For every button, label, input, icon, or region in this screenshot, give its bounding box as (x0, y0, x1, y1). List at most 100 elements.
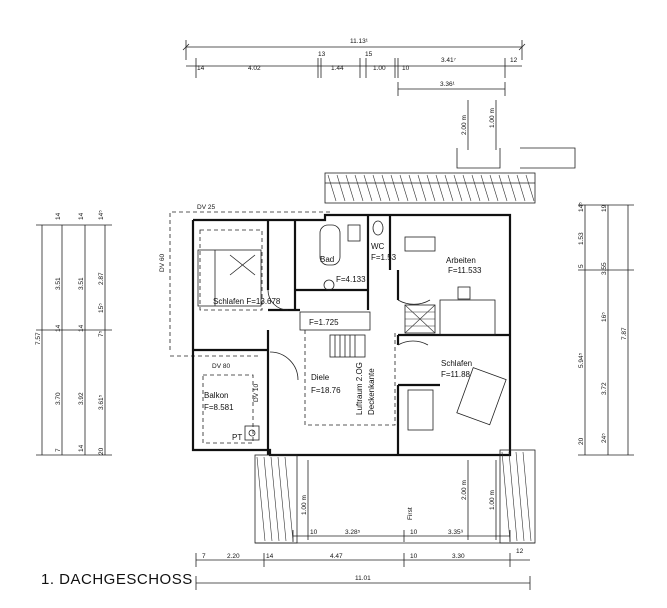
room-schlafen-right-area: F=11.88 (441, 370, 471, 379)
dim-top-15: 15 (365, 51, 373, 58)
roof-hatch-line (270, 456, 280, 542)
room-arbeiten-label: Arbeiten (446, 256, 476, 265)
roof-hatch-line (263, 456, 273, 542)
dim-top-13: 13 (318, 51, 326, 58)
plan-title: 1. DACHGESCHOSS (41, 571, 193, 588)
top-dimension-chain: 11.13¹ 14 4.02 13 1.44 15 1.00 10 3.41⁷ … (182, 38, 526, 96)
room-wc-area: F=1.53 (371, 253, 397, 262)
wardrobe (407, 389, 434, 431)
dashed-outlines: DV 25 DV 60 DV 80 DV 10 (159, 204, 396, 444)
sofa-schlafen (456, 367, 507, 426)
roof-bottom: First 2.00 m 1.00 m 1.00 m (254, 449, 536, 544)
roof-hatch-line (372, 174, 382, 202)
desk-arbeiten (404, 236, 436, 252)
dim-left-20: 20 (98, 447, 105, 455)
roof-hatch-line (354, 174, 364, 202)
room-deckenkante-label: Deckenkante (367, 368, 376, 415)
left-dimension-chain: 7.57 14 14 14⁵ 3.51 3.51 2.87 14 14 15⁵ … (35, 210, 112, 456)
dim-top-overall: 11.13¹ (350, 38, 369, 45)
stairs (329, 334, 366, 358)
dim-left-392: 3.92 (78, 392, 85, 405)
roof-hatch-line (277, 456, 287, 542)
label-first: First (407, 507, 414, 520)
roof-hatch-line (462, 174, 472, 202)
dim-left-155: 15⁵ (98, 303, 105, 313)
dim-left-287: 2.87 (98, 272, 105, 285)
room-pt-label: PT (232, 433, 242, 442)
dim-right-165: 16⁵ (601, 312, 608, 322)
dim-bottom-220: 2.20 (227, 553, 240, 560)
label-dv60: DV 60 (159, 254, 166, 272)
dim-left-14c: 14 (55, 324, 62, 332)
dim-bottom-7: 7 (202, 553, 206, 560)
room-schlafen-left-label: Schlafen F=13.678 (213, 297, 281, 306)
roof-hatch-line (515, 451, 525, 542)
roof-hatch-line (399, 174, 409, 202)
door-swing-balkon (269, 351, 299, 381)
roof-hatch-line (284, 456, 294, 542)
dim-left-14a: 14 (55, 212, 62, 220)
roof-hatch-line (256, 456, 266, 542)
room-arbeiten-area: F=11.533 (448, 266, 482, 275)
roof-hatch-line (408, 174, 418, 202)
dim-top-336: 3.36¹ (440, 81, 456, 88)
dim-left-7: 7 (55, 448, 62, 452)
dim-right-245: 24⁵ (601, 433, 608, 443)
dim-top-10: 10 (402, 65, 410, 72)
dim-right-20: 20 (578, 437, 585, 445)
label-dv10: DV 10 (253, 384, 260, 402)
dim-bottom-335: 3.35⁹ (448, 529, 464, 536)
roof-hatch-line (327, 174, 337, 202)
room-bad-area: F=4.133 (336, 275, 366, 284)
roof-hatch-line (390, 174, 400, 202)
door-swing-arbeiten (397, 299, 431, 305)
dim-top-14: 14 (197, 65, 205, 72)
roof-hatch-line (435, 174, 445, 202)
dim-left-351a: 3.51 (55, 277, 62, 290)
dim-bottom-10a: 10 (310, 529, 318, 536)
walls (191, 213, 512, 457)
dim-right-787: 7.87 (621, 327, 628, 340)
room-wc-label: WC (371, 242, 385, 251)
label-1m-top: 1.00 m (489, 108, 496, 128)
roof-hatch-line (480, 174, 490, 202)
dim-right-145: 14⁵ (578, 202, 585, 212)
room-balkon-label: Balkon (204, 391, 228, 400)
dim-bottom-overall: 11.01 (355, 575, 371, 582)
room-balkon-area: F=8.581 (204, 403, 234, 412)
washbasin (323, 279, 335, 291)
dim-left-757: 7.57 (35, 332, 42, 345)
roof-hatch-line (426, 174, 436, 202)
label-2m-bottom: 2.00 m (461, 480, 468, 500)
bed-left (197, 249, 262, 307)
roof-hatch-line (507, 174, 517, 202)
dim-top-402: 4.02 (248, 65, 261, 72)
label-dv25: DV 25 (197, 204, 215, 211)
dim-right-372: 3.72 (601, 382, 608, 395)
room-luftraum-label: Luftraum 2.OG (355, 362, 364, 415)
dim-right-153: 1.53 (578, 232, 585, 245)
room-diele-area: F=18.76 (311, 386, 341, 395)
dim-right-355: 3.55 (601, 262, 608, 275)
dim-left-14d: 14 (78, 324, 85, 332)
roof-hatch-line (525, 174, 535, 202)
roof-hatch-line (498, 174, 508, 202)
dim-bottom-447: 4.47 (330, 553, 343, 560)
dim-right-5: 5 (578, 264, 585, 268)
dim-bottom-12: 12 (516, 548, 524, 555)
bathtub (319, 224, 341, 266)
toilet-wc (372, 220, 384, 236)
dim-left-755: 7⁵ (98, 330, 105, 337)
dim-bottom-10c: 10 (410, 553, 418, 560)
label-2m-top: 2.00 m (461, 115, 468, 135)
dim-left-14b: 14 (78, 212, 85, 220)
dim-left-351b: 3.51 (78, 277, 85, 290)
roof-hatch-line (444, 174, 454, 202)
roof-height-markers-top: 2.00 m 1.00 m (461, 100, 497, 150)
toilet-bad (347, 224, 361, 242)
shelf-arbeiten (439, 299, 496, 336)
room-bad-label: Bad (320, 255, 334, 264)
chair-arbeiten (457, 286, 471, 300)
door-swing-schlafen (397, 340, 429, 346)
